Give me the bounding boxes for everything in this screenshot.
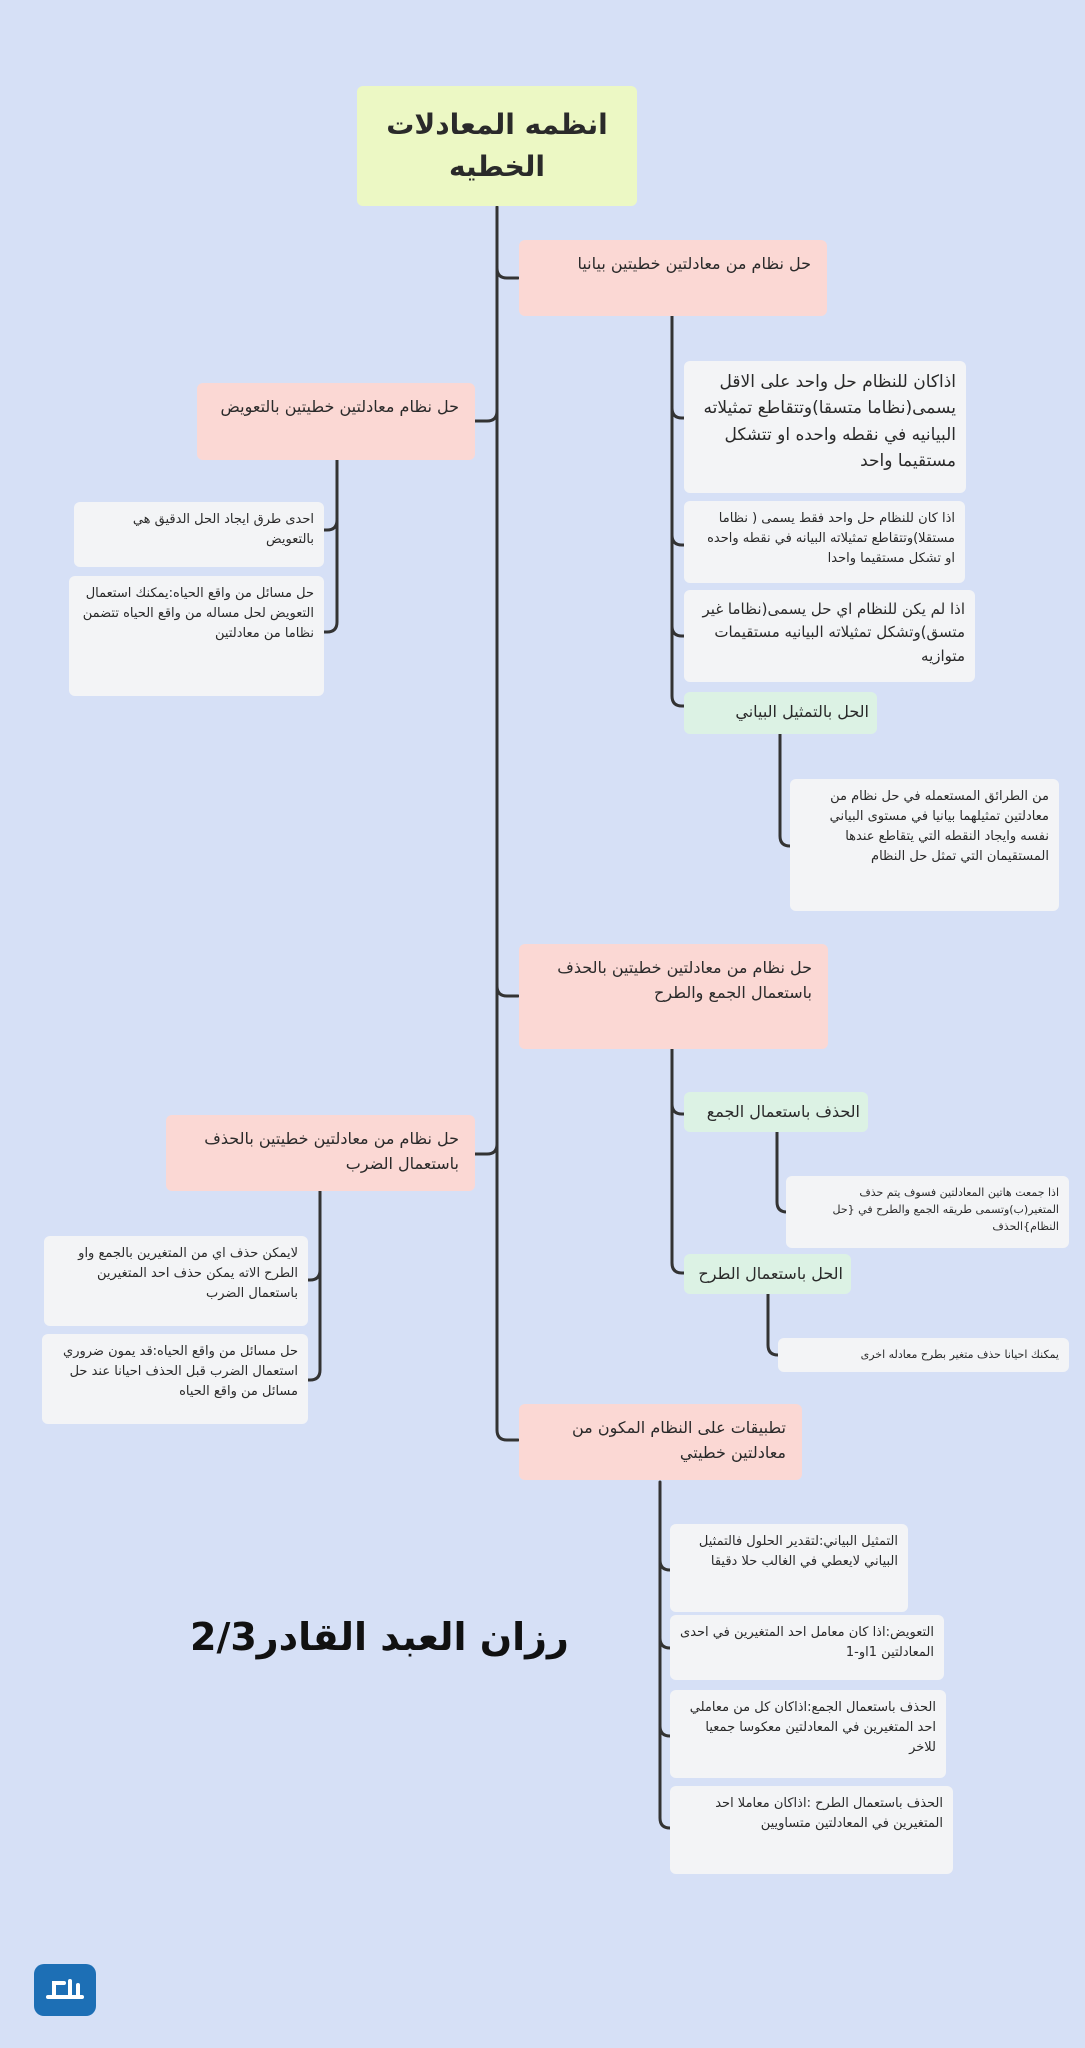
branch-graph-label: حل نظام من معادلتين خطيتين بيانيا [577,254,811,273]
app-leaf-4-text: الحذف باستعمال الطرح :اذاكان معاملا احد … [715,1796,943,1832]
graph-subtrunk [670,314,688,708]
elim-add-label: الحذف باستعمال الجمع [706,1102,860,1121]
substitution-leaf-2-text: حل مسائل من واقع الحياه:يمكنك استعمال ال… [82,586,314,642]
connector-substitution [472,409,499,423]
branch-applications: تطبيقات على النظام المكون من معادلتين خط… [519,1404,802,1480]
author-name: رزان العبد القادر2/3 [190,1615,569,1659]
mult-leaf-1-text: لايمكن حذف اي من المتغيرين بالجمع واو ال… [78,1246,298,1302]
elim-add-detail-text: اذا جمعت هاتين المعادلتين فسوف يتم حذف ا… [832,1186,1059,1234]
elim-subtrunk [670,1047,688,1275]
app-leaf-1-text: التمثيل البياني:لتقدير الحلول فالتمثيل ا… [698,1534,898,1570]
graph-solution-label: الحل بالتمثيل البياني [735,702,869,721]
substitution-leaf-1: احدى طرق ايجاد الحل الدقيق هي بالتعويض [74,502,324,567]
elim-sub-label: الحل باستعمال الطرح [698,1264,843,1283]
graph-solution-detail-text: من الطرائق المستعمله في حل نظام من معادل… [829,789,1049,865]
graph-leaf-1: اذاكان للنظام حل واحد على الاقل يسمى(نظا… [684,361,966,493]
graph-leaf-3-text: اذا لم يكن للنظام اي حل يسمى(نظاما غير م… [702,600,965,665]
branch-substitution: حل نظام معادلتين خطيتين بالتعويض [197,383,475,460]
connector-graph [495,266,520,280]
mult-leaf-1: لايمكن حذف اي من المتغيرين بالجمع واو ال… [44,1236,308,1326]
branch-elim-mult: حل نظام من معادلتين خطيتين بالحذف باستعم… [166,1115,475,1191]
connector-elim-add-sub [495,984,520,998]
substitution-leaf-1-text: احدى طرق ايجاد الحل الدقيق هي بالتعويض [132,512,314,548]
elim-add-node: الحذف باستعمال الجمع [684,1092,868,1132]
elim-add-detail: اذا جمعت هاتين المعادلتين فسوف يتم حذف ا… [786,1176,1069,1248]
app-leaf-1: التمثيل البياني:لتقدير الحلول فالتمثيل ا… [670,1524,908,1612]
site-logo-icon [34,1964,96,2016]
app-leaf-3-text: الحذف باستعمال الجمع:اذاكان كل من معاملي… [689,1700,936,1756]
graph-leaf-2-text: اذا كان للنظام حل واحد فقط يسمى ( نظاما … [707,511,955,567]
branch-elim-add-sub-label: حل نظام من معادلتين خطيتين بالحذف باستعم… [557,958,812,1002]
app-leaf-2-text: التعويض:اذا كان معامل احد المتغيرين في ا… [680,1625,934,1661]
app-leaf-3: الحذف باستعمال الجمع:اذاكان كل من معاملي… [670,1690,946,1778]
mult-leaf-2-text: حل مسائل من واقع الحياه:قد يمون ضروري اس… [63,1344,298,1400]
app-leaf-4: الحذف باستعمال الطرح :اذاكان معاملا احد … [670,1786,953,1874]
mult-leaf-2: حل مسائل من واقع الحياه:قد يمون ضروري اس… [42,1334,308,1424]
connector-elim-mult [472,1142,499,1156]
elim-sub-detail: يمكنك احيانا حذف متغير بطرح معادله اخرى [778,1338,1069,1372]
root-node: انظمه المعادلات الخطيه [357,86,637,206]
app-leaf-2: التعويض:اذا كان معامل احد المتغيرين في ا… [670,1615,944,1680]
graph-leaf-2: اذا كان للنظام حل واحد فقط يسمى ( نظاما … [684,501,965,583]
substitution-leaf-2: حل مسائل من واقع الحياه:يمكنك استعمال ال… [69,576,324,696]
graph-leaf-3: اذا لم يكن للنظام اي حل يسمى(نظاما غير م… [684,590,975,682]
trunk-line [495,205,520,1442]
elim-sub-node: الحل باستعمال الطرح [684,1254,851,1294]
branch-substitution-label: حل نظام معادلتين خطيتين بالتعويض [220,397,459,416]
branch-graph: حل نظام من معادلتين خطيتين بيانيا [519,240,827,316]
elim-sub-detail-text: يمكنك احيانا حذف متغير بطرح معادله اخرى [860,1348,1059,1361]
app-subtrunk [658,1480,674,1830]
graph-solution-node: الحل بالتمثيل البياني [684,692,877,734]
graph-leaf-1-text: اذاكان للنظام حل واحد على الاقل يسمى(نظا… [703,372,956,472]
root-title: انظمه المعادلات الخطيه [386,108,608,183]
graph-solution-detail: من الطرائق المستعمله في حل نظام من معادل… [790,779,1059,911]
branch-elim-mult-label: حل نظام من معادلتين خطيتين بالحذف باستعم… [204,1129,459,1173]
branch-elim-add-sub: حل نظام من معادلتين خطيتين بالحذف باستعم… [519,944,828,1049]
branch-applications-label: تطبيقات على النظام المكون من معادلتين خط… [571,1418,786,1462]
